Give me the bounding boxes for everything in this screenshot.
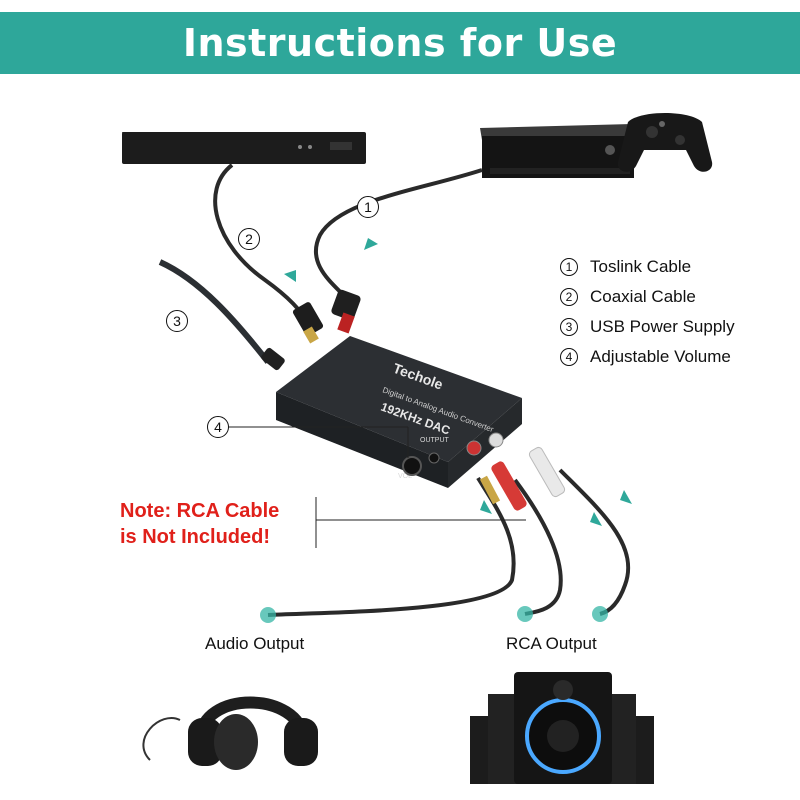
note-prefix: Note: bbox=[120, 500, 172, 522]
dvd-player-image bbox=[122, 132, 366, 164]
rca-white-end bbox=[592, 606, 608, 622]
legend-number: 2 bbox=[560, 288, 578, 306]
title-banner: Instructions for Use bbox=[0, 12, 800, 74]
game-console-image bbox=[480, 124, 636, 178]
audio-output-end bbox=[260, 607, 276, 623]
legend-label: USB Power Supply bbox=[590, 317, 735, 336]
callout-1: 1 bbox=[357, 196, 379, 218]
legend: 1 Toslink Cable 2 Coaxial Cable 3 USB Po… bbox=[560, 252, 735, 372]
legend-item: 4 Adjustable Volume bbox=[560, 342, 735, 372]
callout-2: 2 bbox=[238, 228, 260, 250]
callout-4: 4 bbox=[207, 416, 229, 438]
legend-number: 4 bbox=[560, 348, 578, 366]
legend-item: 2 Coaxial Cable bbox=[560, 282, 735, 312]
device-output-text: OUTPUT bbox=[420, 437, 450, 444]
coax-plug bbox=[292, 302, 324, 344]
audio-output-label: Audio Output bbox=[205, 634, 305, 653]
game-controller-image bbox=[617, 113, 713, 172]
legend-number: 1 bbox=[560, 258, 578, 276]
dac-device-image: Techole Digital to Analog Audio Converte… bbox=[276, 336, 522, 488]
rca-output-label: RCA Output bbox=[506, 634, 597, 653]
legend-item: 1 Toslink Cable bbox=[560, 252, 735, 282]
headphones-image bbox=[142, 696, 318, 770]
legend-label: Adjustable Volume bbox=[590, 347, 731, 366]
legend-label: Coaxial Cable bbox=[590, 287, 696, 306]
legend-item: 3 USB Power Supply bbox=[560, 312, 735, 342]
note-line-1: RCA Cable bbox=[176, 500, 280, 522]
direction-arrows bbox=[284, 238, 632, 526]
page-title: Instructions for Use bbox=[182, 21, 618, 65]
rca-red-end bbox=[517, 606, 533, 622]
note-text: Note: RCA Cable is Not Included! bbox=[120, 498, 279, 550]
note-line-2: is Not Included! bbox=[120, 526, 270, 548]
legend-number: 3 bbox=[560, 318, 578, 336]
callout-3: 3 bbox=[166, 310, 188, 332]
speakers-image bbox=[470, 672, 654, 784]
device-vol-text: VOL bbox=[398, 473, 412, 480]
toslink-plug bbox=[331, 289, 361, 334]
legend-label: Toslink Cable bbox=[590, 257, 692, 276]
